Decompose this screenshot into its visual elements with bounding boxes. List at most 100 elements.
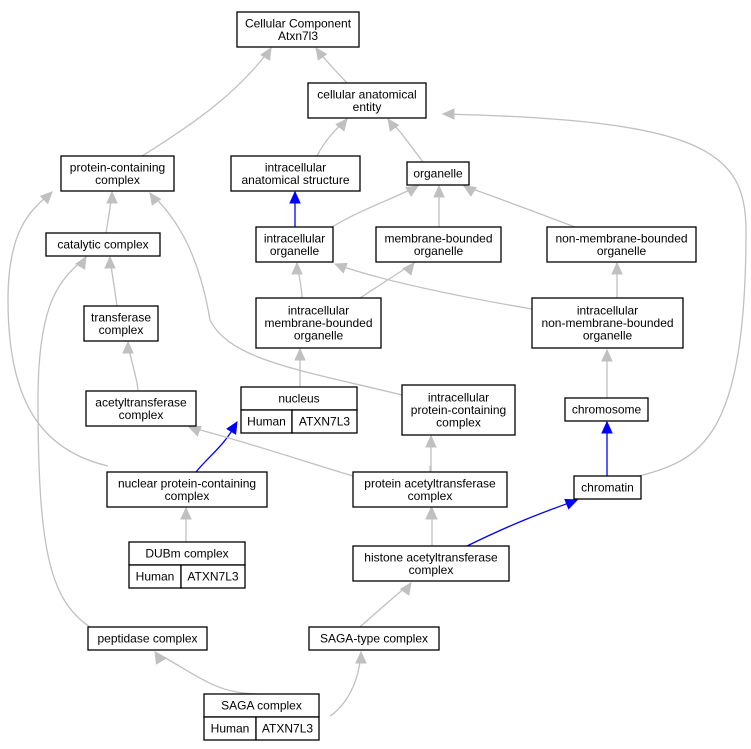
edge-arrowhead (149, 192, 162, 206)
edge-arrowhead (289, 190, 301, 204)
edge-arrowhead (355, 650, 367, 664)
is-a-edge (331, 185, 419, 228)
node-label: transferase (91, 310, 151, 324)
node-label: chromatin (581, 481, 634, 495)
is-a-edge (37, 256, 91, 628)
node-label: non-membrane-bounded (541, 316, 673, 330)
edges-layer (7, 46, 747, 717)
edge-arrowhead (180, 506, 192, 520)
node-label: membrane-bounded (384, 231, 492, 245)
node-label: membrane-bounded (264, 316, 372, 330)
gene-label: ATXN7L3 (299, 415, 350, 429)
gene-cell (255, 716, 320, 741)
annotation-row: Human ATXN7L3 (240, 409, 358, 434)
node-label: complex (99, 323, 144, 337)
node-label: intracellular (265, 160, 326, 174)
gene-label: ATXN7L3 (187, 570, 238, 584)
node-label: entity (353, 100, 382, 114)
edge-arrowhead (260, 46, 272, 61)
go-term-node-peptidase-complex[interactable]: peptidase complex (87, 626, 208, 651)
node-label: intracellular (288, 304, 349, 318)
annotation-row: Human ATXN7L3 (128, 564, 246, 589)
node-label: cellular anatomical (317, 87, 416, 101)
go-term-node-chromatin[interactable]: chromatin (573, 475, 642, 500)
go-term-node-intracellular-non-membrane-bounded-organelle[interactable]: intracellularnon-membrane-boundedorganel… (531, 297, 684, 349)
node-box (85, 390, 197, 427)
edge-arrowhead (402, 262, 415, 276)
node-label: organelle (597, 244, 647, 258)
edge-arrowhead (315, 47, 328, 61)
node-label: organelle (414, 244, 464, 258)
gene-label: ATXN7L3 (262, 722, 313, 736)
species-label: Human (211, 722, 250, 736)
node-label: Atxn7l3 (278, 29, 318, 43)
node-label: intracellular (577, 304, 638, 318)
is-a-edge (154, 651, 261, 695)
node-label: protein acetyltransferase (364, 476, 496, 490)
node-box (60, 155, 175, 192)
node-label: complex (165, 489, 210, 503)
edge-arrowhead (291, 261, 303, 275)
node-box (546, 226, 697, 263)
go-term-node-saga-type-complex[interactable]: SAGA-type complex (308, 626, 440, 651)
go-term-node-chromosome[interactable]: chromosome (564, 397, 649, 422)
node-label: complex (95, 173, 140, 187)
node-box (401, 384, 516, 436)
go-term-node-organelle[interactable]: organelle (406, 161, 470, 186)
edge-arrowhead (601, 348, 613, 362)
is-a-edge (149, 192, 403, 396)
go-term-node-catalytic-complex[interactable]: catalytic complex (45, 232, 161, 257)
node-label: intracellular (264, 231, 325, 245)
species-label: Human (247, 415, 286, 429)
edge-arrowhead (601, 420, 613, 434)
node-label: anatomical structure (241, 173, 349, 187)
node-box (406, 161, 470, 186)
node-label: chromosome (572, 403, 642, 417)
node-label: DUBm complex (145, 547, 228, 561)
node-label: organelle (583, 329, 633, 343)
node-box (255, 226, 334, 263)
node-label: non-membrane-bounded (555, 231, 687, 245)
node-label: SAGA-type complex (320, 632, 428, 646)
species-label: Human (136, 570, 175, 584)
node-label: protein-containing (411, 403, 506, 417)
node-label: nucleus (278, 392, 319, 406)
node-box (573, 475, 642, 500)
edge-arrowhead (226, 420, 238, 435)
node-box (255, 297, 382, 349)
edge-arrowhead (405, 185, 420, 197)
edge-arrowhead (387, 118, 400, 132)
edge-arrowhead (333, 262, 348, 274)
edge-arrowhead (433, 184, 445, 198)
is-a-edge (141, 47, 272, 157)
node-box (352, 545, 510, 582)
node-box (531, 297, 684, 349)
edge-arrowhead (462, 185, 477, 197)
is-a-edge (329, 651, 362, 717)
edge-arrowhead (154, 650, 166, 665)
node-label: catalytic complex (57, 238, 148, 252)
edge-arrowhead (611, 261, 623, 275)
node-label: complex (436, 416, 481, 430)
edge-arrowhead (39, 191, 53, 205)
node-label: complex (408, 489, 453, 503)
